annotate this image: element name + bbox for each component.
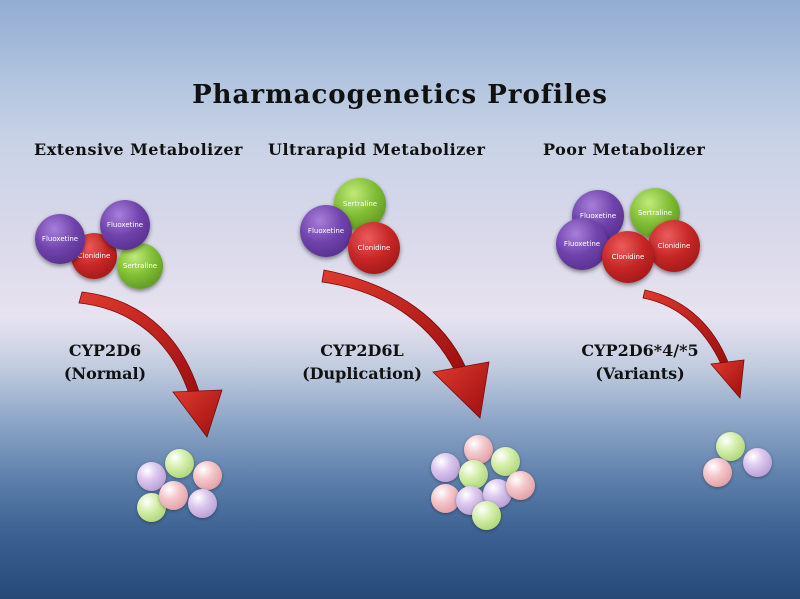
enzyme-name: CYP2D6L xyxy=(320,341,404,360)
column-heading-ultrarapid: Ultrarapid Metabolizer xyxy=(268,140,486,159)
fluoxetine-molecule: Fluoxetine xyxy=(100,200,150,250)
enzyme-note: (Normal) xyxy=(63,364,147,383)
enzyme-note: (Duplication) xyxy=(302,364,422,383)
metabolite-particle xyxy=(716,432,745,461)
enzyme-name: CYP2D6*4/*5 xyxy=(581,341,699,360)
enzyme-label-ultrarapid: CYP2D6L (Duplication) xyxy=(292,339,432,385)
enzyme-label-extensive: CYP2D6 (Normal) xyxy=(35,339,175,385)
enzyme-name: CYP2D6 xyxy=(68,341,142,360)
metabolism-arrow-1 xyxy=(78,291,223,438)
metabolite-particle xyxy=(459,460,488,489)
clonidine-molecule: Clonidine xyxy=(348,222,400,274)
fluoxetine-molecule: Fluoxetine xyxy=(35,214,85,264)
metabolite-particle xyxy=(506,471,535,500)
metabolite-particle xyxy=(431,453,460,482)
metabolite-particle xyxy=(188,489,217,518)
metabolite-particle xyxy=(159,481,188,510)
column-heading-extensive: Extensive Metabolizer xyxy=(34,140,243,159)
metabolite-particle xyxy=(472,501,501,530)
clonidine-molecule: Clonidine xyxy=(602,231,654,283)
sertraline-molecule: Sertraline xyxy=(117,243,163,289)
metabolite-particle xyxy=(703,458,732,487)
clonidine-molecule: Clonidine xyxy=(648,220,700,272)
metabolite-particle xyxy=(431,484,460,513)
page-title: Pharmacogenetics Profiles xyxy=(192,80,608,110)
metabolite-particle xyxy=(165,449,194,478)
metabolism-arrow-2 xyxy=(321,269,490,419)
enzyme-label-poor: CYP2D6*4/*5 (Variants) xyxy=(560,339,720,385)
metabolite-particle xyxy=(743,448,772,477)
metabolite-particle xyxy=(193,461,222,490)
column-heading-poor: Poor Metabolizer xyxy=(543,140,706,159)
fluoxetine-molecule: Fluoxetine xyxy=(556,218,608,270)
enzyme-note: (Variants) xyxy=(595,364,685,383)
metabolite-particle xyxy=(464,435,493,464)
fluoxetine-molecule: Fluoxetine xyxy=(300,205,352,257)
metabolism-arrow-3 xyxy=(642,289,745,399)
